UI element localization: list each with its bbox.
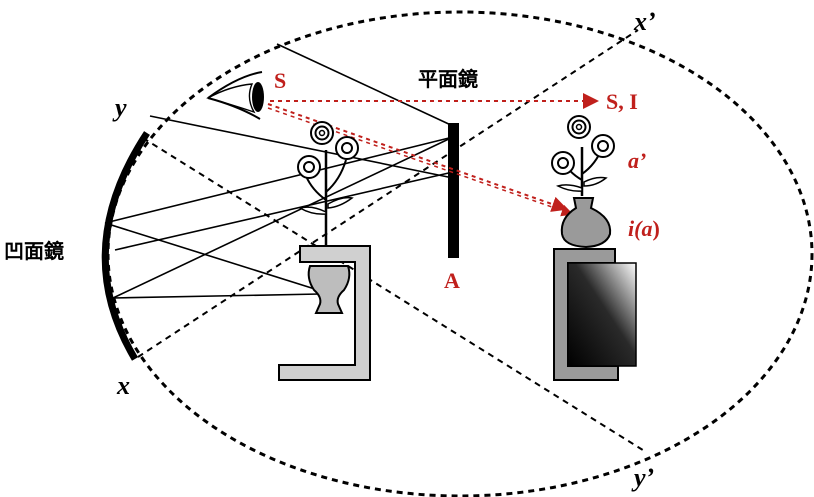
y-label: y xyxy=(112,93,127,122)
image-vase-label: i(a) xyxy=(628,216,660,241)
plane-mirror-point-label: A xyxy=(444,268,460,293)
vase-icon xyxy=(307,265,351,314)
light-rays xyxy=(104,43,454,299)
image-stand xyxy=(553,248,637,381)
dashed-line-x-xprime xyxy=(137,29,639,358)
x-prime-label: x’ xyxy=(633,7,656,36)
red-arrow-to-image xyxy=(267,107,574,217)
image-flower-label: a’ xyxy=(628,148,646,173)
concave-mirror-label: 凹面鏡 xyxy=(4,239,64,263)
image-point-label: S, I xyxy=(606,89,638,114)
x-label: x xyxy=(116,371,130,400)
plane-mirror xyxy=(448,123,459,258)
y-prime-label: y’ xyxy=(631,463,654,492)
image-flower-icon xyxy=(551,115,615,196)
eye-icon xyxy=(206,71,264,120)
image-vase-icon xyxy=(560,197,612,249)
plane-mirror-label: 平面鏡 xyxy=(418,67,478,91)
image-vase-label-close: ) xyxy=(652,216,659,241)
real-stand xyxy=(278,245,371,381)
image-vase-label-a: a xyxy=(641,216,652,241)
image-vase-label-i: i( xyxy=(628,216,643,241)
flower-icon xyxy=(297,121,359,245)
observer-label: S xyxy=(274,68,286,93)
concave-mirror xyxy=(101,131,150,361)
